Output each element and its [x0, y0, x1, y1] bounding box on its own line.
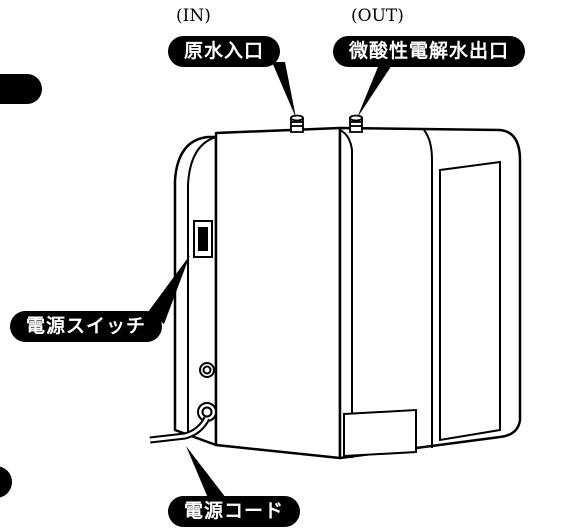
power-switch-label: 電源スイッチ — [10, 311, 163, 342]
power-switch — [193, 220, 213, 258]
cord-port — [197, 402, 217, 422]
inlet-fitting — [290, 114, 304, 133]
outlet-label: 微酸性電解水出口 — [333, 36, 526, 67]
cord-pointer — [186, 446, 226, 498]
fuse-port — [199, 362, 215, 378]
power-cord-label: 電源コード — [168, 496, 301, 527]
inlet-caption: (IN) — [176, 6, 211, 26]
outlet-pointer — [357, 62, 394, 118]
switch-pointer — [148, 255, 190, 324]
label-plate — [343, 408, 417, 458]
inlet-pointer — [272, 62, 296, 118]
side-panel — [439, 160, 501, 442]
outlet-fitting — [349, 114, 363, 133]
offscreen-label-top — [0, 74, 42, 104]
device-edges — [187, 129, 433, 458]
inlet-label: 原水入口 — [168, 36, 281, 67]
outlet-caption: (OUT) — [351, 6, 404, 26]
offscreen-label-bottom — [0, 466, 12, 498]
